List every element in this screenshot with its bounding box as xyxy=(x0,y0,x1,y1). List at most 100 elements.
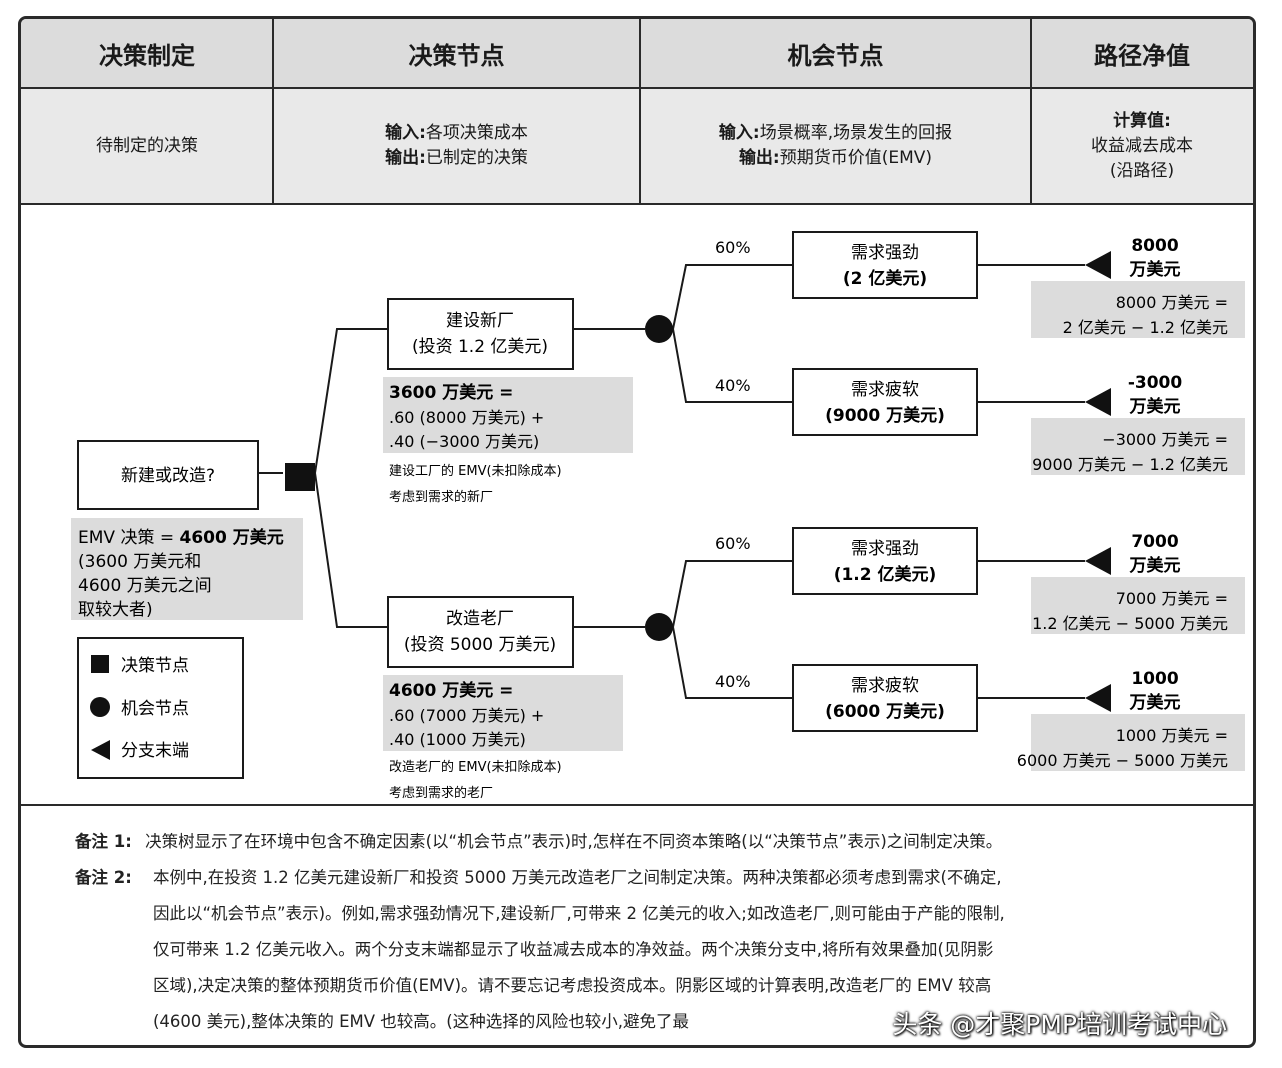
decision-tree-figure: 决策制定 决策节点 机会节点 路径净值 待制定的决策 输入:各项决策成本 输出:… xyxy=(18,16,1256,1048)
desc-decision-making: 待制定的决策 xyxy=(21,89,273,205)
legend-decision-label: 决策节点 xyxy=(121,656,189,676)
legend-end-label: 分支末端 xyxy=(121,741,189,761)
path-calc-formula: 2 亿美元 − 1.2 亿美元 xyxy=(1063,318,1228,337)
emv-decision-line4: 取较大者) xyxy=(78,600,153,620)
emv-shade-upgrade xyxy=(383,675,623,751)
note-2-label: 备注 2: xyxy=(75,868,132,887)
desc-calc-text: 收益减去成本 xyxy=(1091,135,1193,156)
build-emv-note1: 建设工厂的 EMV(未扣除成本) xyxy=(389,463,562,479)
path-calc-result: 7000 万美元 = xyxy=(1116,589,1228,608)
note-1: 备注 1: 决策树显示了在环境中包含不确定因素(以“机会节点”表示)时,怎样在不… xyxy=(75,828,1002,852)
branch-probability: 40% xyxy=(715,672,751,691)
root-decision-label: 新建或改造? xyxy=(121,466,215,486)
decision-tree-diagram: 新建或改造? 建设新厂 (投资 1.2 亿美元) 改造老厂 (投资 5000 万… xyxy=(71,231,1245,801)
emv-decision-line3: 4600 万美元之间 xyxy=(78,576,212,596)
scenario-revenue: (6000 万美元) xyxy=(825,701,945,722)
path-value-unit: 万美元 xyxy=(1129,259,1181,280)
path-calc-formula: 6000 万美元 − 5000 万美元 xyxy=(1017,751,1228,770)
header-path-value: 路径净值 xyxy=(1031,19,1253,89)
chance-node-build xyxy=(645,315,673,343)
branch-end-icon xyxy=(1085,684,1111,712)
desc-calc-path: (沿路径) xyxy=(1109,160,1175,181)
desc-path-value: 计算值: 收益减去成本 (沿路径) xyxy=(1031,89,1253,205)
tree-branches xyxy=(258,264,1085,699)
chance-node-upgrade xyxy=(645,613,673,641)
calc-shade-2 xyxy=(1031,418,1245,475)
path-calc-result: 1000 万美元 = xyxy=(1116,726,1228,745)
note-2-line-5: (4600 美元),整体决策的 EMV 也较高。(这种选择的风险也较小,避免了最 xyxy=(153,1012,689,1031)
legend-chance-icon xyxy=(90,697,110,717)
scenario-label: 需求强劲 xyxy=(851,539,919,559)
build-emv-note2: 考虑到需求的新厂 xyxy=(389,489,493,505)
header-decision-making: 决策制定 xyxy=(21,19,273,89)
upgrade-emv-note1: 改造老厂的 EMV(未扣除成本) xyxy=(389,759,562,775)
notes-section: 备注 1: 决策树显示了在环境中包含不确定因素(以“机会节点”表示)时,怎样在不… xyxy=(21,804,1253,1045)
path-calc-result: 8000 万美元 = xyxy=(1116,293,1228,312)
path-calc-formula: 9000 万美元 − 1.2 亿美元 xyxy=(1032,455,1228,474)
note-2-line-1: 本例中,在投资 1.2 亿美元建设新厂和投资 5000 万美元改造老厂之间制定决… xyxy=(153,868,1002,887)
legend-end-icon xyxy=(91,740,110,760)
desc-calc-label: 计算值: xyxy=(1113,110,1171,131)
branch-probability: 60% xyxy=(715,534,751,553)
path-value-amount: 7000 xyxy=(1131,532,1178,552)
desc-decision-text: 待制定的决策 xyxy=(96,135,198,156)
scenario-box xyxy=(792,231,978,299)
scenario-box xyxy=(792,527,978,595)
branch-probability: 40% xyxy=(715,376,751,395)
scenario-box xyxy=(792,664,978,732)
desc-decision-node: 输入:各项决策成本 输出:已制定的决策 xyxy=(273,89,640,205)
scenario-label: 需求疲软 xyxy=(851,380,919,400)
calc-shade-3 xyxy=(1031,577,1245,634)
path-value-amount: -3000 xyxy=(1128,373,1183,393)
path-value-unit: 万美元 xyxy=(1129,396,1181,417)
root-decision-box xyxy=(77,440,259,510)
branch-end-icon xyxy=(1085,388,1111,416)
branch-probability: 60% xyxy=(715,238,751,257)
path-calc-formula: 1.2 亿美元 − 5000 万美元 xyxy=(1032,614,1228,633)
note-2-line-4: 区域),决定决策的整体预期货币价值(EMV)。请不要忘记考虑投资成本。阴影区域的… xyxy=(153,976,992,995)
desc-input-line: 输入:各项决策成本 xyxy=(385,123,528,143)
scenario-label: 需求强劲 xyxy=(851,243,919,263)
branch-end-icon xyxy=(1085,547,1111,575)
calc-shade-1 xyxy=(1031,281,1245,338)
scenario-box xyxy=(792,368,978,436)
path-value-unit: 万美元 xyxy=(1129,692,1181,713)
option-build-title: 建设新厂 xyxy=(446,311,514,331)
option-build-box xyxy=(387,298,574,370)
decision-node-square xyxy=(285,463,315,491)
note-1-label: 备注 1: xyxy=(75,832,132,851)
option-upgrade-cost: (投资 5000 万美元) xyxy=(404,635,556,655)
header-decision-node: 决策节点 xyxy=(273,19,640,89)
emv-decision-line1: EMV 决策 = 4600 万美元 xyxy=(78,527,284,548)
outcome-branches: 60% 需求强劲 (2 亿美元) 8000 万美元 8000 万美元 = 2 亿美元 − 1… xyxy=(715,231,1228,770)
column-divider xyxy=(272,19,274,205)
note-2-line-3: 仅可带来 1.2 亿美元收入。两个分支末端都显示了收益减去成本的净效益。两个决策… xyxy=(153,940,994,959)
path-calc-result: −3000 万美元 = xyxy=(1102,430,1228,449)
emv-shade-build xyxy=(383,377,633,453)
note-2-line-2: 因此以“机会节点”表示)。例如,需求强劲情况下,建设新厂,可带来 2 亿美元的收… xyxy=(153,904,1005,923)
emv-shade-decision xyxy=(71,518,303,620)
branch-end-icon xyxy=(1085,251,1111,279)
legend-chance-label: 机会节点 xyxy=(121,699,189,719)
desc-input-line: 输入:场景概率,场景发生的回报 xyxy=(718,123,953,143)
build-emv-result: 3600 万美元 = xyxy=(389,382,513,403)
header-chance-node: 机会节点 xyxy=(640,19,1031,89)
upgrade-emv-term2: .40 (1000 万美元) xyxy=(389,730,526,749)
desc-chance-node: 输入:场景概率,场景发生的回报 输出:预期货币价值(EMV) xyxy=(640,89,1031,205)
upgrade-emv-term1: .60 (7000 万美元) + xyxy=(389,706,544,725)
desc-output-line: 输出:已制定的决策 xyxy=(385,148,528,168)
option-upgrade-box xyxy=(387,596,574,668)
scenario-revenue: (9000 万美元) xyxy=(825,405,945,426)
upgrade-emv-note2: 考虑到需求的老厂 xyxy=(389,785,493,801)
scenario-revenue: (2 亿美元) xyxy=(843,268,927,289)
path-value-amount: 8000 xyxy=(1131,236,1178,256)
calc-shade-4 xyxy=(1031,714,1245,771)
build-emv-term2: .40 (−3000 万美元) xyxy=(389,432,539,451)
scenario-label: 需求疲软 xyxy=(851,676,919,696)
column-divider xyxy=(1030,19,1032,205)
path-value-unit: 万美元 xyxy=(1129,555,1181,576)
scenario-revenue: (1.2 亿美元) xyxy=(834,564,937,585)
desc-output-line: 输出:预期货币价值(EMV) xyxy=(738,148,933,168)
watermark-text: 头条 @才聚PMP培训考试中心 xyxy=(892,1010,1227,1039)
upgrade-emv-result: 4600 万美元 = xyxy=(389,680,513,701)
